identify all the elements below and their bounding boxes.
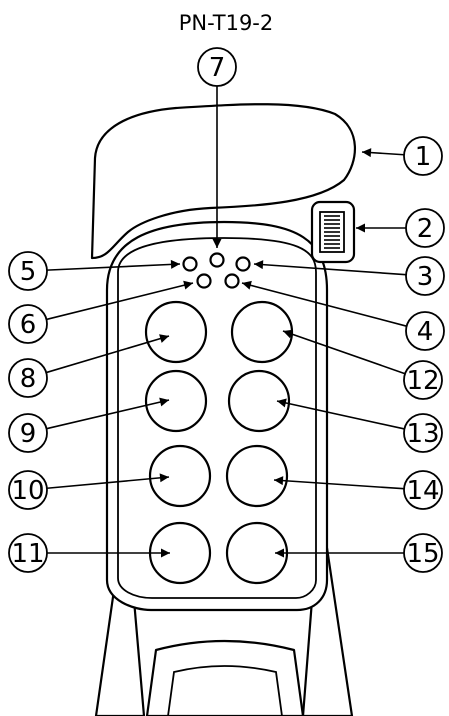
callout-5: 5 — [8, 251, 48, 291]
callout-10: 10 — [8, 470, 48, 510]
button-9 — [144, 369, 208, 433]
callout-6: 6 — [8, 304, 48, 344]
led-3 — [235, 256, 251, 272]
callout-3: 3 — [405, 256, 445, 296]
leader-9 — [46, 397, 170, 430]
callout-2: 2 — [405, 208, 445, 248]
callout-number: 3 — [417, 262, 434, 292]
button-13 — [227, 369, 291, 433]
leader-2 — [356, 223, 406, 233]
callout-number: 9 — [20, 419, 37, 449]
leader-8 — [45, 334, 170, 374]
callout-13: 13 — [403, 413, 443, 453]
leader-4 — [241, 280, 407, 327]
indicator-leds — [182, 252, 251, 289]
leader-1 — [361, 148, 405, 158]
callout-1: 1 — [403, 136, 443, 176]
leader-3 — [253, 260, 407, 276]
leader-11 — [47, 548, 170, 558]
leader-6 — [46, 280, 194, 321]
callout-12: 12 — [403, 360, 443, 400]
callout-number: 2 — [417, 214, 434, 244]
leader-13 — [276, 398, 405, 430]
remote-body — [105, 220, 329, 612]
led-7 — [209, 252, 225, 268]
callout-number: 13 — [406, 419, 439, 449]
leader-12 — [282, 329, 406, 375]
button-10 — [148, 444, 212, 508]
callout-9: 9 — [8, 413, 48, 453]
led-4 — [224, 273, 240, 289]
leader-5 — [46, 259, 181, 271]
callout-number: 11 — [11, 539, 44, 569]
callout-number: 7 — [209, 53, 226, 83]
side-knob — [310, 200, 356, 264]
button-8 — [144, 300, 208, 364]
top-cover — [90, 103, 356, 260]
callout-number: 15 — [406, 539, 439, 569]
callout-number: 10 — [11, 476, 44, 506]
led-6 — [196, 273, 212, 289]
button-12 — [230, 300, 294, 364]
leader-7 — [212, 86, 222, 248]
callout-8: 8 — [8, 358, 48, 398]
callout-number: 5 — [20, 257, 37, 287]
callout-number: 8 — [20, 364, 37, 394]
button-grid — [144, 300, 294, 585]
callout-14: 14 — [403, 470, 443, 510]
led-5 — [182, 256, 198, 272]
button-14 — [225, 444, 289, 508]
callout-number: 1 — [415, 142, 432, 172]
model-label: PN-T19-2 — [179, 11, 274, 35]
callout-7: 7 — [197, 47, 237, 87]
callout-number: 14 — [406, 476, 439, 506]
callout-number: 4 — [417, 317, 434, 347]
callout-number: 6 — [20, 310, 37, 340]
leader-15 — [275, 548, 404, 558]
leader-10 — [46, 473, 170, 490]
callout-11: 11 — [8, 533, 48, 573]
leader-14 — [273, 476, 405, 490]
callout-number: 12 — [406, 366, 439, 396]
callout-15: 15 — [403, 533, 443, 573]
callout-4: 4 — [405, 311, 445, 351]
